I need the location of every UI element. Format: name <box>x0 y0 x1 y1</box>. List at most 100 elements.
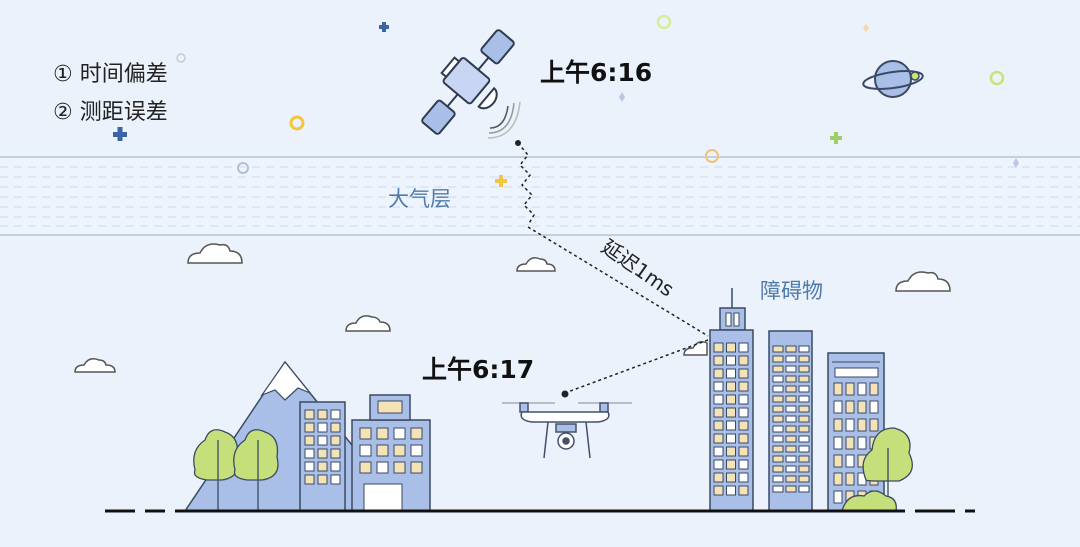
signal-waves-icon <box>487 101 521 139</box>
building-window <box>359 427 372 440</box>
building-window <box>713 342 724 353</box>
legend-range-error: ② 测距误差 <box>53 100 168 125</box>
building-window <box>798 405 810 413</box>
plus-icon <box>113 127 127 141</box>
building-window <box>833 490 843 504</box>
building-window <box>785 425 797 433</box>
building-window <box>713 446 724 457</box>
building-window <box>798 355 810 363</box>
building-window <box>304 409 315 420</box>
building-window <box>772 415 784 423</box>
building-window <box>785 355 797 363</box>
plus-icon <box>379 22 389 32</box>
building-window <box>785 455 797 463</box>
cloud-icon <box>345 315 391 332</box>
diamond-icon <box>619 92 625 102</box>
building-window <box>772 345 784 353</box>
diamond-icon <box>1013 158 1019 168</box>
building-window <box>393 461 406 474</box>
atmosphere-label: 大气层 <box>388 187 451 211</box>
building-window <box>738 394 749 405</box>
building-window <box>857 382 867 396</box>
building-window <box>376 461 389 474</box>
building-window <box>713 485 724 496</box>
building-window <box>738 446 749 457</box>
building-window <box>798 395 810 403</box>
building-window <box>713 355 724 366</box>
building-window <box>410 427 423 440</box>
building-window <box>330 474 341 485</box>
building-window <box>845 382 855 396</box>
building-window <box>317 448 328 459</box>
drone-icon <box>502 402 632 459</box>
building-window <box>857 418 867 432</box>
signal-end-dot <box>561 390 569 398</box>
building-window <box>772 395 784 403</box>
building-window <box>713 459 724 470</box>
building-window <box>410 461 423 474</box>
signal-path <box>517 142 709 394</box>
building-window <box>330 435 341 446</box>
building-window <box>785 375 797 383</box>
building-window <box>726 368 736 379</box>
building-window <box>798 375 810 383</box>
building-window <box>738 342 749 353</box>
building-window <box>833 454 843 468</box>
plus-icon <box>495 175 507 187</box>
building-window <box>376 427 389 440</box>
building-window <box>330 422 341 433</box>
cloud-icon <box>74 358 116 373</box>
building-window <box>798 365 810 373</box>
building-window <box>845 400 855 414</box>
building-window <box>772 375 784 383</box>
cloud-icon <box>187 243 243 264</box>
building-window <box>798 435 810 443</box>
building-window <box>798 445 810 453</box>
building-window <box>359 444 372 457</box>
building-window <box>869 382 879 396</box>
cloud-icon <box>683 341 708 356</box>
building-window <box>798 455 810 463</box>
signal-start-dot <box>515 140 521 146</box>
atmosphere-band <box>0 156 1080 236</box>
building-window <box>772 385 784 393</box>
building-window <box>772 445 784 453</box>
building-window <box>833 472 843 486</box>
building-window <box>798 465 810 473</box>
building-window <box>726 342 736 353</box>
building-window <box>713 433 724 444</box>
cloud-icon <box>895 271 951 292</box>
building-window <box>845 418 855 432</box>
ring-icon <box>237 162 249 174</box>
building-window <box>713 394 724 405</box>
building-window <box>772 475 784 483</box>
building-window <box>330 448 341 459</box>
ring-icon <box>705 149 719 163</box>
building-window <box>738 355 749 366</box>
ring-icon <box>989 70 1005 86</box>
building-window <box>785 445 797 453</box>
building-window <box>857 436 867 450</box>
building-window <box>785 415 797 423</box>
building-window <box>304 474 315 485</box>
building-window <box>785 345 797 353</box>
obstacle-buildings <box>709 288 885 512</box>
building-window <box>798 475 810 483</box>
building-window <box>785 385 797 393</box>
building-window <box>713 368 724 379</box>
building-window <box>726 381 736 392</box>
building-window <box>798 345 810 353</box>
building-window <box>393 427 406 440</box>
clouds <box>74 243 951 373</box>
trees-left <box>193 429 279 511</box>
building-window <box>738 368 749 379</box>
building-window <box>845 454 855 468</box>
building-window <box>738 433 749 444</box>
building-window <box>726 446 736 457</box>
building-window <box>726 433 736 444</box>
building-window <box>317 461 328 472</box>
plus-icon <box>830 132 842 144</box>
building-window <box>785 395 797 403</box>
building-window <box>772 365 784 373</box>
building-window <box>726 420 736 431</box>
